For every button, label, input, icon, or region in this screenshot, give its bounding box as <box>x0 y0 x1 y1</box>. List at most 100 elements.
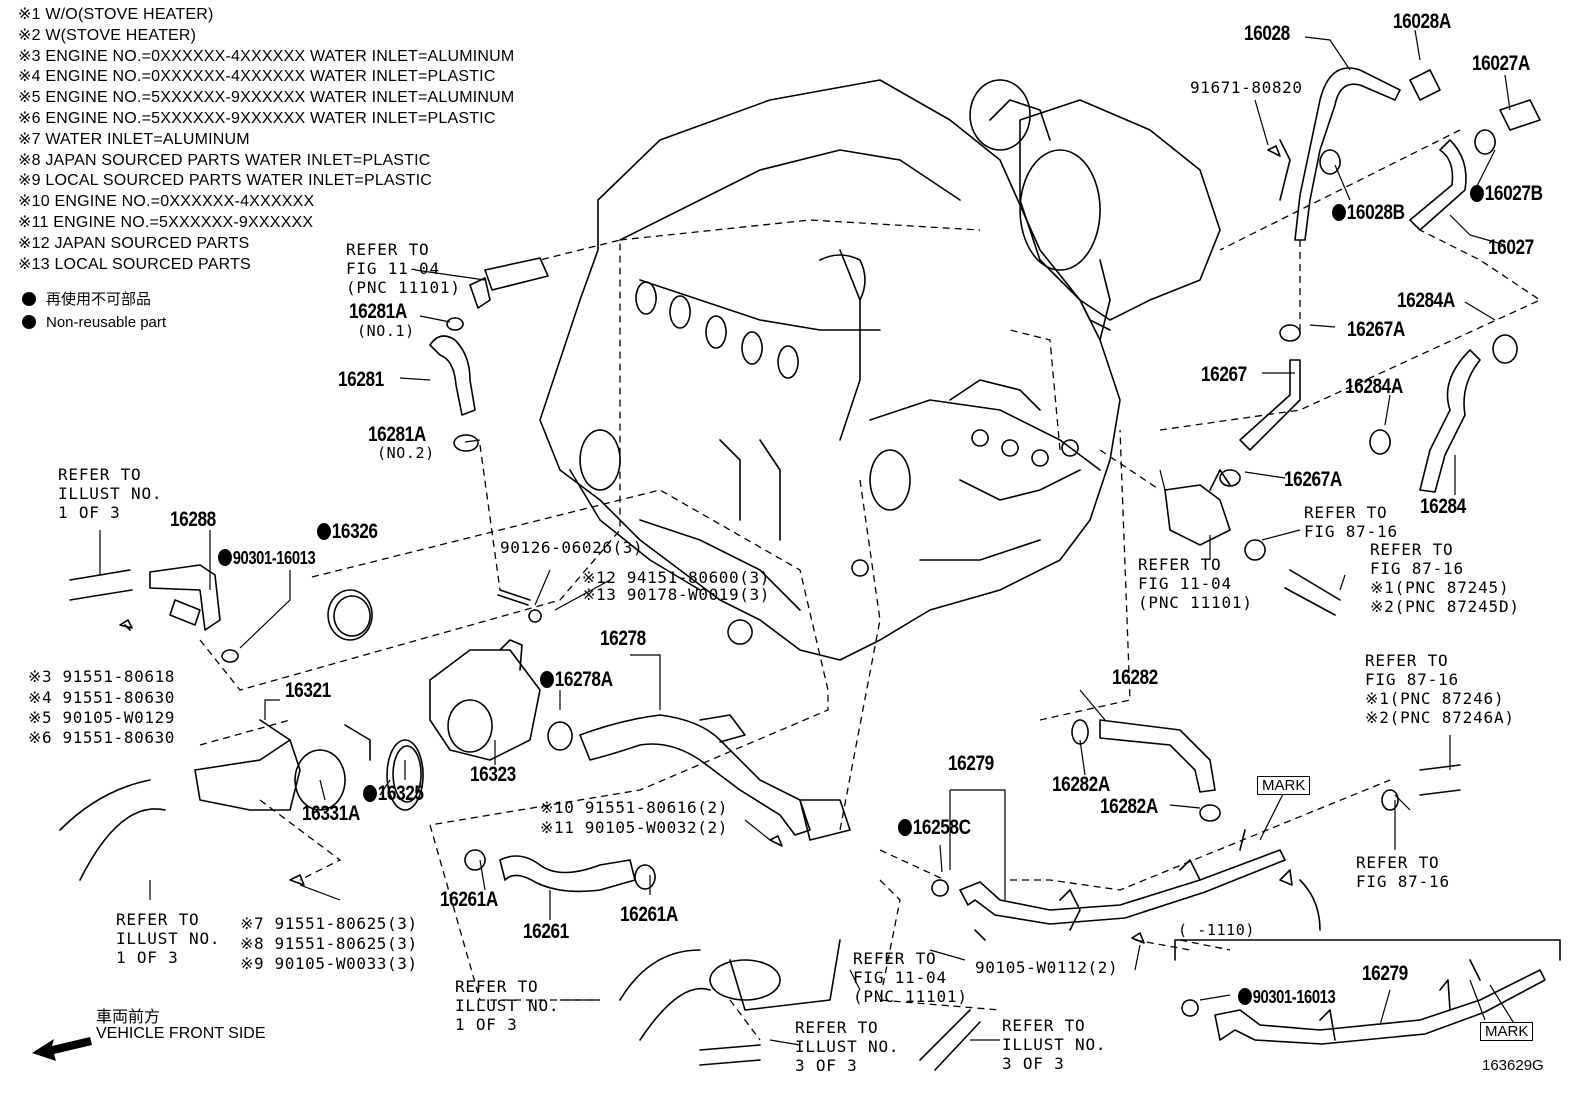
mark-label: MARK <box>1480 1022 1534 1041</box>
footnote: ※8 JAPAN SOURCED PARTS WATER INLET=PLAST… <box>18 151 431 169</box>
bolt-label[interactable]: ※7 91551-80625(3) <box>240 914 418 933</box>
footnote: ※6 ENGINE NO.=5XXXXXX-9XXXXXX WATER INLE… <box>18 109 496 127</box>
part-label[interactable]: 16261A <box>620 903 678 926</box>
part-label[interactable]: 16027 <box>1488 236 1534 259</box>
part-label[interactable]: 16284A <box>1345 375 1403 398</box>
bullet-icon <box>1470 185 1484 202</box>
footnote: ※3 ENGINE NO.=0XXXXXX-4XXXXXX WATER INLE… <box>18 47 515 65</box>
bullet-icon <box>22 292 36 306</box>
arrow-left-icon <box>32 1037 92 1061</box>
part-label[interactable]: 91671-80820 <box>1190 78 1303 97</box>
bullet-icon <box>317 523 331 540</box>
refer-illust-1-of-3[interactable]: REFER TO ILLUST NO. 1 OF 3 <box>58 465 163 522</box>
part-label[interactable]: 16281 <box>338 368 384 391</box>
footnote: ※13 LOCAL SOURCED PARTS <box>18 255 251 273</box>
refer-illust-3-of-3[interactable]: REFER TO ILLUST NO. 3 OF 3 <box>795 1018 900 1075</box>
footnote: ※5 ENGINE NO.=5XXXXXX-9XXXXXX WATER INLE… <box>18 89 515 107</box>
refer-fig-11-04[interactable]: REFER TO FIG 11-04 (PNC 11101) <box>1138 555 1253 612</box>
part-label[interactable]: 16027A <box>1472 52 1530 75</box>
turbocharger <box>969 79 1221 341</box>
part-label[interactable]: 16282 <box>1112 666 1158 689</box>
bolt-label[interactable]: ※5 90105-W0129 <box>28 708 176 727</box>
part-label[interactable]: 16267A <box>1347 318 1405 341</box>
footnote: ※9 LOCAL SOURCED PARTS WATER INLET=PLAST… <box>18 172 433 190</box>
pipe-16279 <box>931 829 1321 941</box>
legend-jp: 再使用不可部品 <box>22 288 151 309</box>
engine-block <box>539 79 1121 661</box>
refer-fig-11-04[interactable]: REFER TO FIG 11-04 (PNC 11101) <box>346 240 461 297</box>
part-label[interactable]: 16323 <box>470 763 516 786</box>
inset-range: ( -1110) <box>1178 921 1256 939</box>
part-label[interactable]: 16261A <box>440 888 498 911</box>
part-label-nonreusable[interactable]: 16326 <box>317 520 378 544</box>
refer-fig-11-04[interactable]: REFER TO FIG 11-04 (PNC 11101) <box>853 949 968 1006</box>
hoses-top-left <box>429 257 549 623</box>
mark-label: MARK <box>1257 776 1311 795</box>
part-label[interactable]: 16278 <box>600 627 646 650</box>
refer-illust-1-of-3[interactable]: REFER TO ILLUST NO. 1 OF 3 <box>455 977 560 1034</box>
part-label-nonreusable[interactable]: 16278A <box>540 668 613 692</box>
part-label[interactable]: 16281A <box>349 300 407 323</box>
bolt-label[interactable]: ※8 91551-80625(3) <box>240 934 418 953</box>
bolt-label[interactable]: ※11 90105-W0032(2) <box>540 818 728 837</box>
inset-16279 <box>1174 939 1561 1045</box>
footnote: ※11 ENGINE NO.=5XXXXXX-9XXXXXX <box>18 213 314 231</box>
part-label-nonreusable[interactable]: 16325 <box>363 782 424 806</box>
diagram-code: 163629G <box>1482 1057 1544 1074</box>
bolt-label[interactable]: ※4 91551-80630 <box>28 688 176 707</box>
part-label[interactable]: 16288 <box>170 508 216 531</box>
footnote: ※1 W/O(STOVE HEATER) <box>18 6 214 23</box>
footnote: ※7 WATER INLET=ALUMINUM <box>18 130 250 148</box>
part-label[interactable]: 16028A <box>1393 10 1451 33</box>
refer-fig-87-16[interactable]: REFER TO FIG 87-16 ※1(PNC 87245) ※2(PNC … <box>1370 540 1520 616</box>
footnote: ※12 JAPAN SOURCED PARTS <box>18 234 250 252</box>
radiator-hoses <box>59 569 981 1071</box>
refer-illust-3-of-3[interactable]: REFER TO ILLUST NO. 3 OF 3 <box>1002 1016 1107 1073</box>
dashed-reference-lines <box>199 129 1542 1041</box>
bolt-label[interactable]: ※6 91551-80630 <box>28 728 176 747</box>
leader-lines <box>99 29 1516 1046</box>
part-label[interactable]: 16279 <box>1362 962 1408 985</box>
bullet-icon <box>22 315 36 329</box>
bolt-label[interactable]: ※3 91551-80618 <box>28 667 176 686</box>
part-label-nonreusable[interactable]: 90301-16013 <box>218 548 316 569</box>
refer-fig-87-16[interactable]: REFER TO FIG 87-16 <box>1356 853 1450 891</box>
part-label-nonreusable[interactable]: 16027B <box>1470 182 1543 206</box>
part-label[interactable]: 16028 <box>1244 22 1290 45</box>
part-label[interactable]: ※13 90178-W0019(3) <box>582 585 770 604</box>
footnote: ※10 ENGINE NO.=0XXXXXX-4XXXXXX <box>18 193 315 211</box>
footnote: ※4 ENGINE NO.=0XXXXXX-4XXXXXX WATER INLE… <box>18 68 496 86</box>
hose-16278 <box>579 714 851 841</box>
bullet-icon <box>1332 204 1346 221</box>
part-label[interactable]: 16261 <box>523 920 569 943</box>
footnote-list: ※1 W/O(STOVE HEATER) ※2 W(STOVE HEATER) … <box>18 5 514 275</box>
part-label[interactable]: ※12 94151-80600(3) <box>582 568 770 587</box>
refer-fig-87-16[interactable]: REFER TO FIG 87-16 <box>1304 503 1398 541</box>
bolt-label[interactable]: ※10 91551-80616(2) <box>540 798 728 817</box>
refer-illust-1-of-3[interactable]: REFER TO ILLUST NO. 1 OF 3 <box>116 910 221 967</box>
refer-fig-87-16[interactable]: REFER TO FIG 87-16 ※1(PNC 87246) ※2(PNC … <box>1365 651 1515 727</box>
part-label[interactable]: 16267 <box>1201 363 1247 386</box>
part-label[interactable]: 16282A <box>1100 795 1158 818</box>
part-label[interactable]: 90126-06026(3) <box>500 538 644 557</box>
part-label[interactable]: 16282A <box>1052 773 1110 796</box>
legend-en: Non-reusable part <box>22 314 166 331</box>
bolt-label[interactable]: 90105-W0112(2) <box>975 958 1119 977</box>
part-label[interactable]: 16279 <box>948 752 994 775</box>
part-label[interactable]: 16331A <box>302 802 360 825</box>
hose-16261 <box>464 849 656 893</box>
part-label[interactable]: 16284 <box>1420 495 1466 518</box>
bolt-label[interactable]: ※9 90105-W0033(3) <box>240 954 418 973</box>
part-label-nonreusable[interactable]: 16028B <box>1332 201 1405 225</box>
part-sublabel: (NO.2) <box>377 444 435 462</box>
bullet-icon <box>898 819 912 836</box>
bullet-icon <box>1238 988 1252 1005</box>
part-label[interactable]: 16281A <box>368 423 426 446</box>
part-label[interactable]: 16284A <box>1397 289 1455 312</box>
part-label[interactable]: 16267A <box>1284 468 1342 491</box>
bullet-icon <box>218 549 232 566</box>
part-label-nonreusable[interactable]: 90301-16013 <box>1238 987 1336 1008</box>
part-label-nonreusable[interactable]: 16258C <box>898 816 971 840</box>
part-label[interactable]: 16321 <box>285 679 331 702</box>
